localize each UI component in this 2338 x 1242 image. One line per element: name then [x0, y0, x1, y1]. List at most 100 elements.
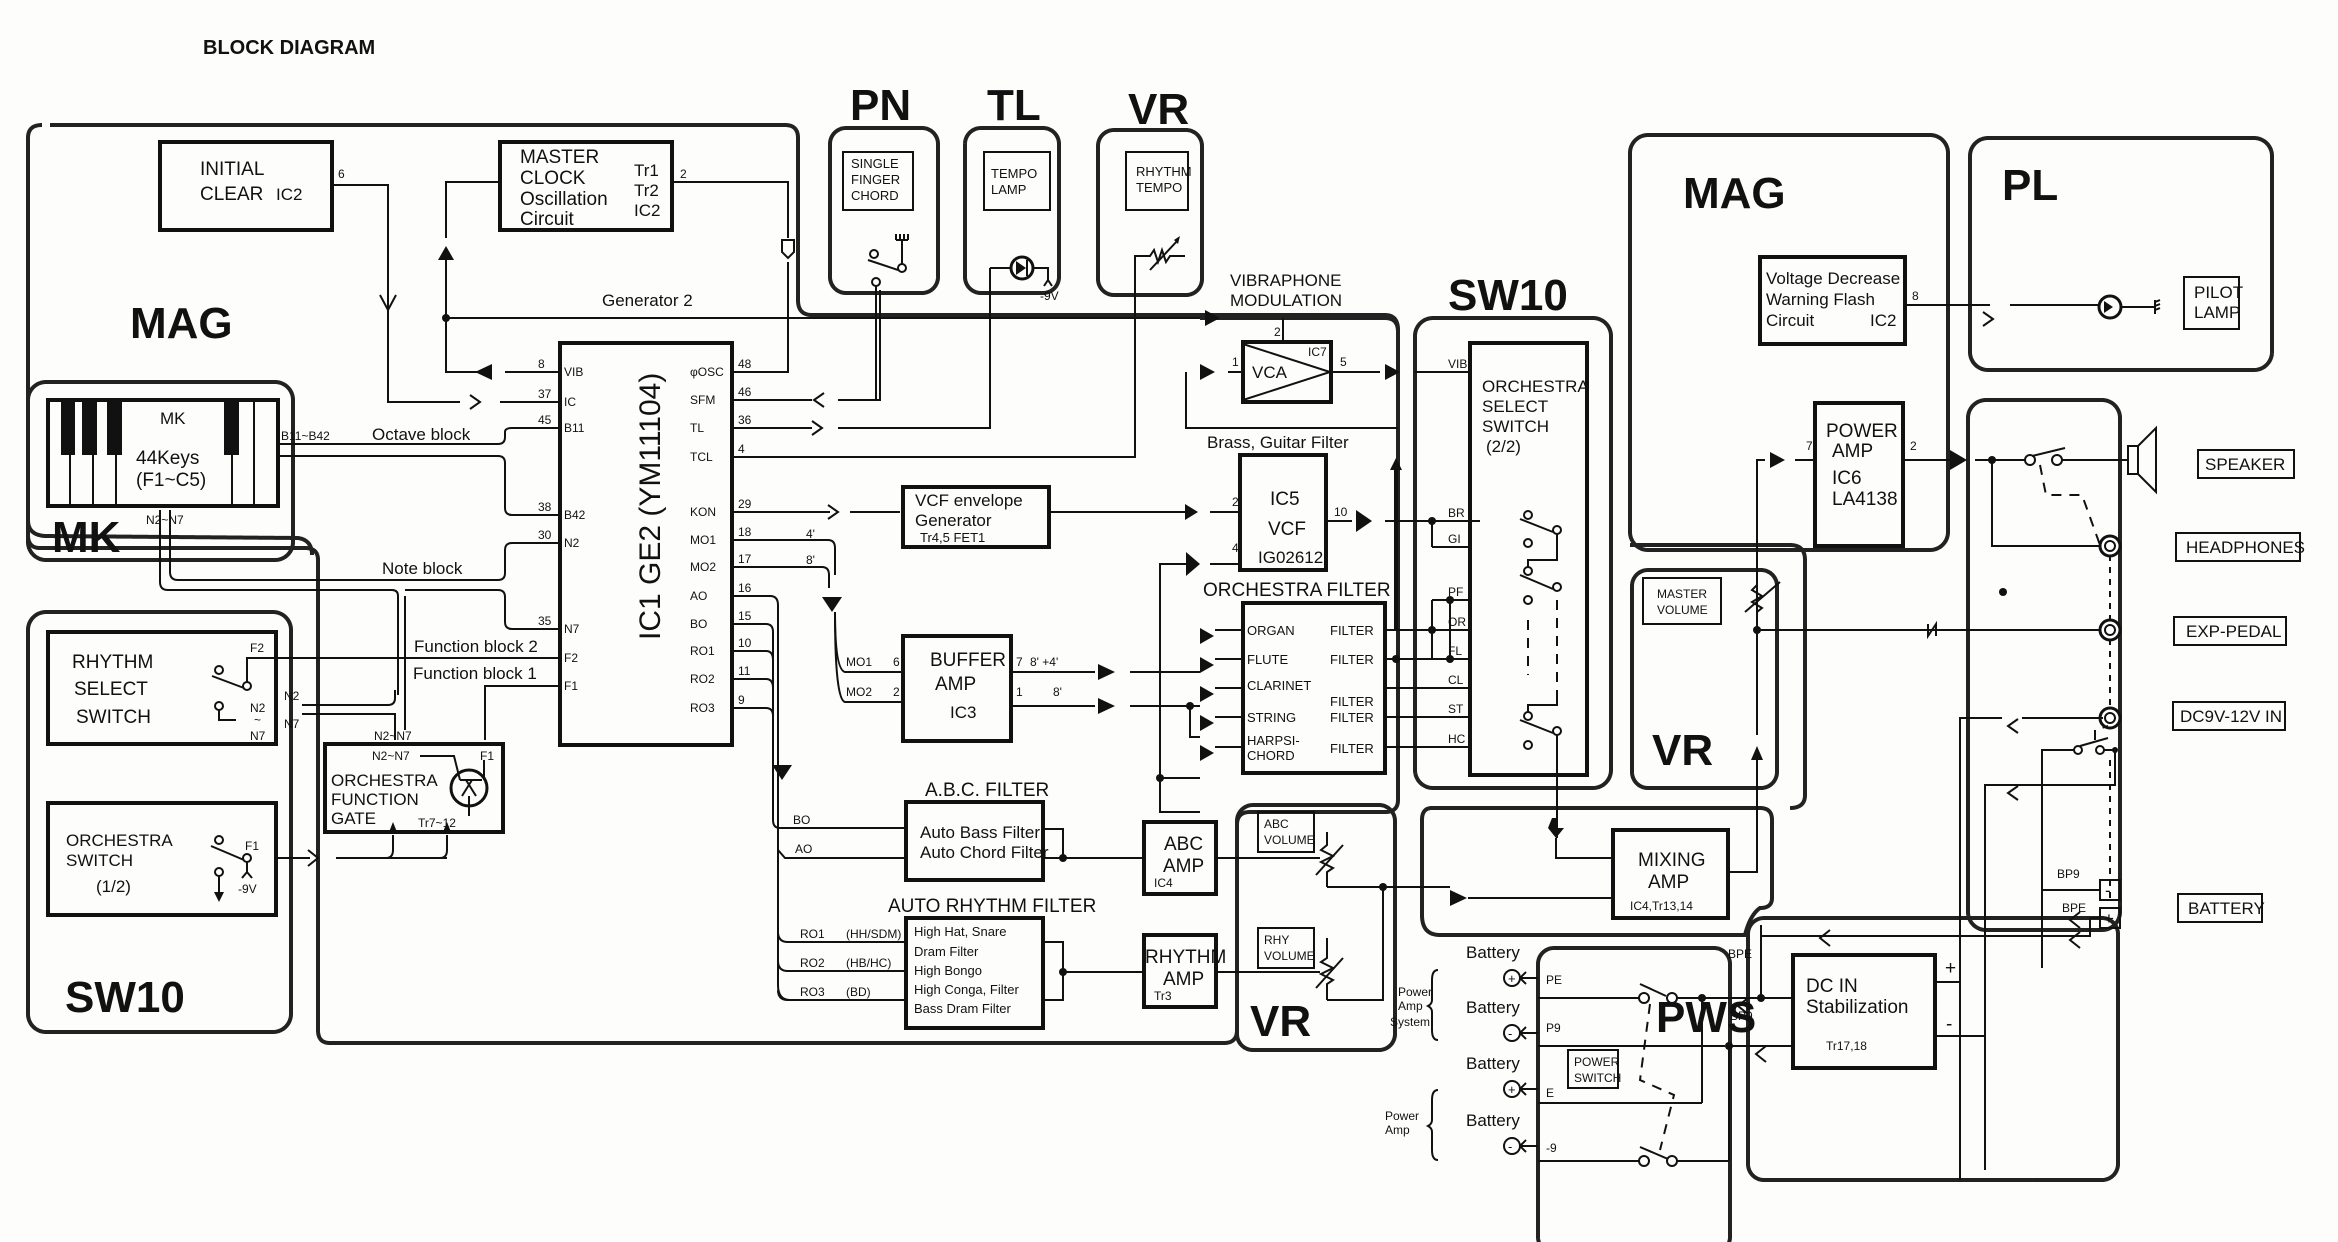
rhythm-filter-pin: RO1: [800, 927, 825, 941]
arrow-right: [1185, 504, 1198, 520]
ic1-pin-name: RO1: [690, 644, 715, 658]
arrow-right: [1200, 657, 1214, 673]
mixing-amp-line1: MIXING: [1638, 850, 1706, 871]
master-clock-line4: Circuit: [520, 209, 575, 230]
orch-select-input-label: CL: [1448, 673, 1464, 687]
ic1-pin-name: MO2: [690, 560, 716, 574]
ic1-pin-name: BO: [690, 617, 707, 631]
wire: [1043, 828, 1145, 859]
group-label-mk: MK: [52, 513, 121, 562]
vcf-block: IC5 VCF IG02612 2 4 10: [1232, 453, 1348, 572]
wire-ao: [732, 595, 800, 1001]
exp-pedal-label: EXP-PEDAL: [2186, 622, 2281, 641]
ic1-pin-number: 17: [738, 552, 752, 566]
pl-outline: [1968, 136, 2274, 372]
master-clock-ic2: IC2: [634, 201, 660, 220]
buffer-amp-pin6: 6: [893, 655, 900, 669]
battery-terminal: Battery+: [1466, 943, 1538, 987]
rhythm-amp-block: RHYTHM AMP Tr3: [1142, 933, 1226, 1009]
keyboard-block: MK 44Keys (F1~C5) B11~B42 N2~N7: [46, 398, 330, 527]
battery-sign: +: [1508, 1082, 1516, 1097]
wire-chevron: [307, 849, 320, 867]
orch-select-input-label: GI: [1448, 532, 1461, 546]
orch-select-line3: SWITCH: [1482, 417, 1549, 436]
label-power-amp-batt1: Power: [1385, 1109, 1419, 1123]
wire-n7: [302, 713, 396, 740]
group-label-pl: PL: [2002, 161, 2058, 210]
rhythm-filter-input: RO1 (HH/SDM): [777, 927, 906, 943]
rhythm-select-line3: SWITCH: [76, 707, 151, 728]
rhythm-filter-line: Bass Dram Filter: [914, 1001, 1011, 1016]
dc-in-label-box: [2172, 701, 2286, 731]
brace-power-amp: [1425, 969, 1439, 1041]
orchestra-switch-line3: (1/2): [96, 877, 131, 896]
battery-sign: -: [1508, 1139, 1512, 1154]
initial-clear-block: INITIAL CLEAR IC2 6: [158, 140, 345, 232]
arrow-right: [1356, 510, 1372, 532]
tempo-lamp-block: TEMPO LAMP -9V: [983, 151, 1059, 303]
group-label-mag: MAG: [130, 299, 233, 348]
wire-chevron: [812, 392, 825, 408]
single-finger-line2: FINGER: [851, 172, 900, 187]
mixing-amp-ic: IC4,Tr13,14: [1630, 899, 1693, 913]
orchestra-filter-left: CLARINET: [1247, 678, 1311, 693]
vcf-line1: IC5: [1270, 489, 1300, 510]
battery-minus: -: [2105, 881, 2111, 900]
orch-gate-in: N2~N7: [372, 749, 410, 763]
arrow-up: [1390, 458, 1402, 470]
dc-in-block: DC IN Stabilization Tr17,18 + -: [1791, 953, 1956, 1070]
vr-top-outline: [1096, 128, 1204, 297]
ic1-right-pins: 48φOSC46SFM36TL4TCL29KON18MO117MO216AO15…: [690, 357, 788, 715]
single-finger-line1: SINGLE: [851, 156, 899, 171]
vcf-line2: VCF: [1268, 519, 1306, 540]
arrow-right: [1098, 664, 1115, 680]
wire: [1159, 563, 1190, 723]
wire-sfm-up: [838, 290, 881, 401]
rhythm-filter-line: Dram Filter: [914, 944, 979, 959]
ic1-pin-number: 15: [738, 609, 752, 623]
tl-outline: [963, 126, 1061, 295]
orch-gate-tr: Tr7~12: [418, 816, 456, 830]
group-label-sw10-right: SW10: [1448, 271, 1568, 320]
wire-ro2: [732, 678, 774, 689]
potentiometer-icon: [1318, 832, 1336, 887]
ic1-pin-number: 11: [738, 664, 751, 678]
dc-in-label: DC9V-12V IN: [2180, 707, 2282, 726]
arrow-right: [1205, 310, 1220, 326]
abc-filter-title: A.B.C. FILTER: [925, 780, 1049, 801]
dc-jack-switching: [1959, 717, 2118, 1180]
vca-pin-in: 1: [1232, 355, 1239, 369]
battery-text: Battery: [1466, 998, 1520, 1017]
label-pe: PE: [1546, 973, 1562, 987]
headphones-label: HEADPHONES: [2186, 538, 2305, 557]
wire: [385, 835, 394, 859]
wire-ro1: [732, 650, 774, 661]
vcf-env-line3: Tr4,5 FET1: [920, 530, 985, 545]
buffer-amp-pin2: 2: [893, 685, 900, 699]
mag-right-outline: [1628, 133, 1950, 552]
ic1-pin-number: 45: [538, 413, 552, 427]
ic1-pin-name: VIB: [564, 365, 583, 379]
ic1-pin-number: 38: [538, 500, 552, 514]
rhythm-filter-inputs: RO1(HH/SDM)RO2(HB/HC)RO3(BD): [777, 927, 906, 1001]
label-bp9-right: BP9: [2057, 867, 2080, 881]
rhythm-filter-tag: (HB/HC): [846, 956, 891, 970]
orchestra-filter-right: FILTER: [1330, 741, 1374, 756]
rhythm-filter-tag: (HH/SDM): [846, 927, 901, 941]
wire-chevron: [1818, 929, 1831, 947]
arrow-down: [772, 765, 792, 780]
buffer-amp-out1: 8' +4': [1030, 655, 1058, 669]
ic1-chip: IC1 GE2 (YM11104): [558, 341, 734, 747]
rhythm-tempo-line2: TEMPO: [1136, 180, 1182, 195]
label-func-block2: Function block 2: [414, 637, 538, 656]
master-volume-line1: MASTER: [1657, 587, 1707, 601]
battery-text: Battery: [1466, 1111, 1520, 1130]
arrow-right: [1385, 364, 1400, 380]
